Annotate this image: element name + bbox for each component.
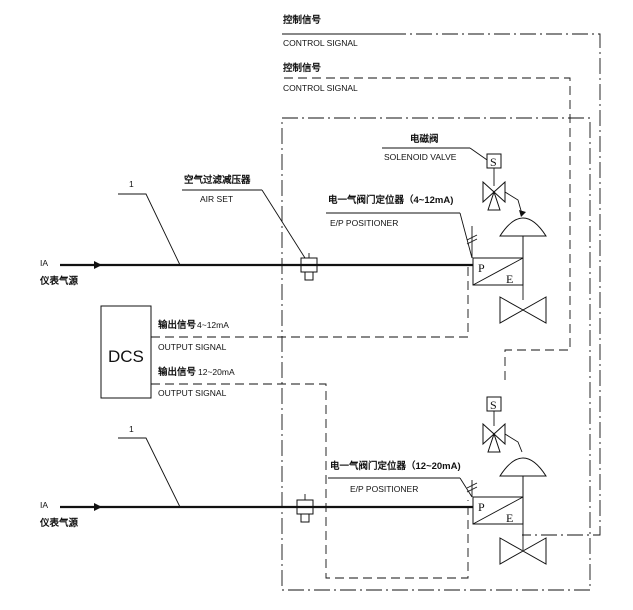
solenoid-s-1: S [490,155,497,169]
three-way-valve-2-left [482,422,495,446]
control-valve-1-left [499,296,525,324]
line-number-2-leader [118,437,181,508]
output-signal-1-en: OUTPUT SIGNAL [158,342,227,352]
positioner-1-hatch-b [466,238,478,245]
dcs-box [100,305,152,399]
positioner-1-en: E/P POSITIONER [330,218,398,228]
line-number-1-leader [118,193,181,266]
solenoid-valve-cn: 电磁阀 [410,133,439,145]
output-signal-2-en: OUTPUT SIGNAL [158,388,227,398]
positioner-1-e: E [506,272,513,286]
positioner-2-hatch-b [466,486,478,493]
positioner-1-p: P [478,261,485,275]
solenoid-s-2: S [490,398,497,412]
control-signal-1-line [390,33,601,536]
output-signal-2-range: 12~20mA [198,367,235,377]
positioner-2-en: E/P POSITIONER [350,484,418,494]
output-signal-2-cn: 输出信号 [158,366,197,378]
output-signal-2-line [151,383,469,579]
solenoid-to-actuator-2 [504,433,523,453]
control-valve-1-right [521,296,547,324]
positioner-2-leader [459,477,473,498]
positioner-1-leader [459,212,473,259]
control-signal-2-line [284,77,571,380]
ia-label-2: IA [40,500,48,510]
positioner-2-cn: 电一气阀门定位器（12~20mA) [330,460,461,472]
air-set-cn: 空气过滤减压器 [184,174,251,186]
control-valve-2-right [521,537,547,565]
control-valve-2-left [499,537,525,565]
ia-cn-2: 仪表气源 [39,517,79,529]
dcs-label: DCS [108,347,144,366]
arrow-head-1 [519,210,526,217]
control-signal-2-cn: 控制信号 [283,62,322,74]
positioner-1-hatch-a [466,234,478,241]
three-way-valve-1-left [482,180,495,204]
ia-label-1: IA [40,258,48,268]
three-way-valve-2-bottom [487,432,501,453]
solenoid-valve-en: SOLENOID VALVE [384,152,457,162]
solenoid-to-actuator-1 [504,191,523,215]
positioner-diagonal-1 [472,257,524,286]
air-set-leader [261,189,306,259]
control-signal-1-cn: 控制信号 [283,14,322,26]
actuator-dome-1 [499,217,547,237]
line-number-1: 1 [129,179,134,189]
positioner-2-p: P [478,500,485,514]
air-set-bowl-2 [300,513,310,523]
actuator-dome-2 [499,457,547,477]
line-number-2: 1 [129,424,134,434]
air-enclosure-line [281,117,591,591]
three-way-valve-1-bottom [487,190,501,211]
positioner-diagonal-2 [472,496,524,525]
positioner-2-e: E [506,511,513,525]
air-set-bowl-1 [304,271,314,281]
air-set-en: AIR SET [200,194,233,204]
output-signal-1-cn: 输出信号 [158,319,197,331]
control-signal-1-en: CONTROL SIGNAL [283,38,358,48]
positioner-1-cn: 电一气阀门定位器（4~12mA) [328,194,453,206]
positioner-2-hatch-a [466,482,478,489]
output-signal-1-line [151,262,469,338]
control-signal-2-en: CONTROL SIGNAL [283,83,358,93]
air-flow-arrow-1 [94,261,102,269]
ia-cn-1: 仪表气源 [39,275,79,287]
output-signal-1-range: 4~12mA [197,320,229,330]
air-flow-arrow-2 [94,503,102,511]
